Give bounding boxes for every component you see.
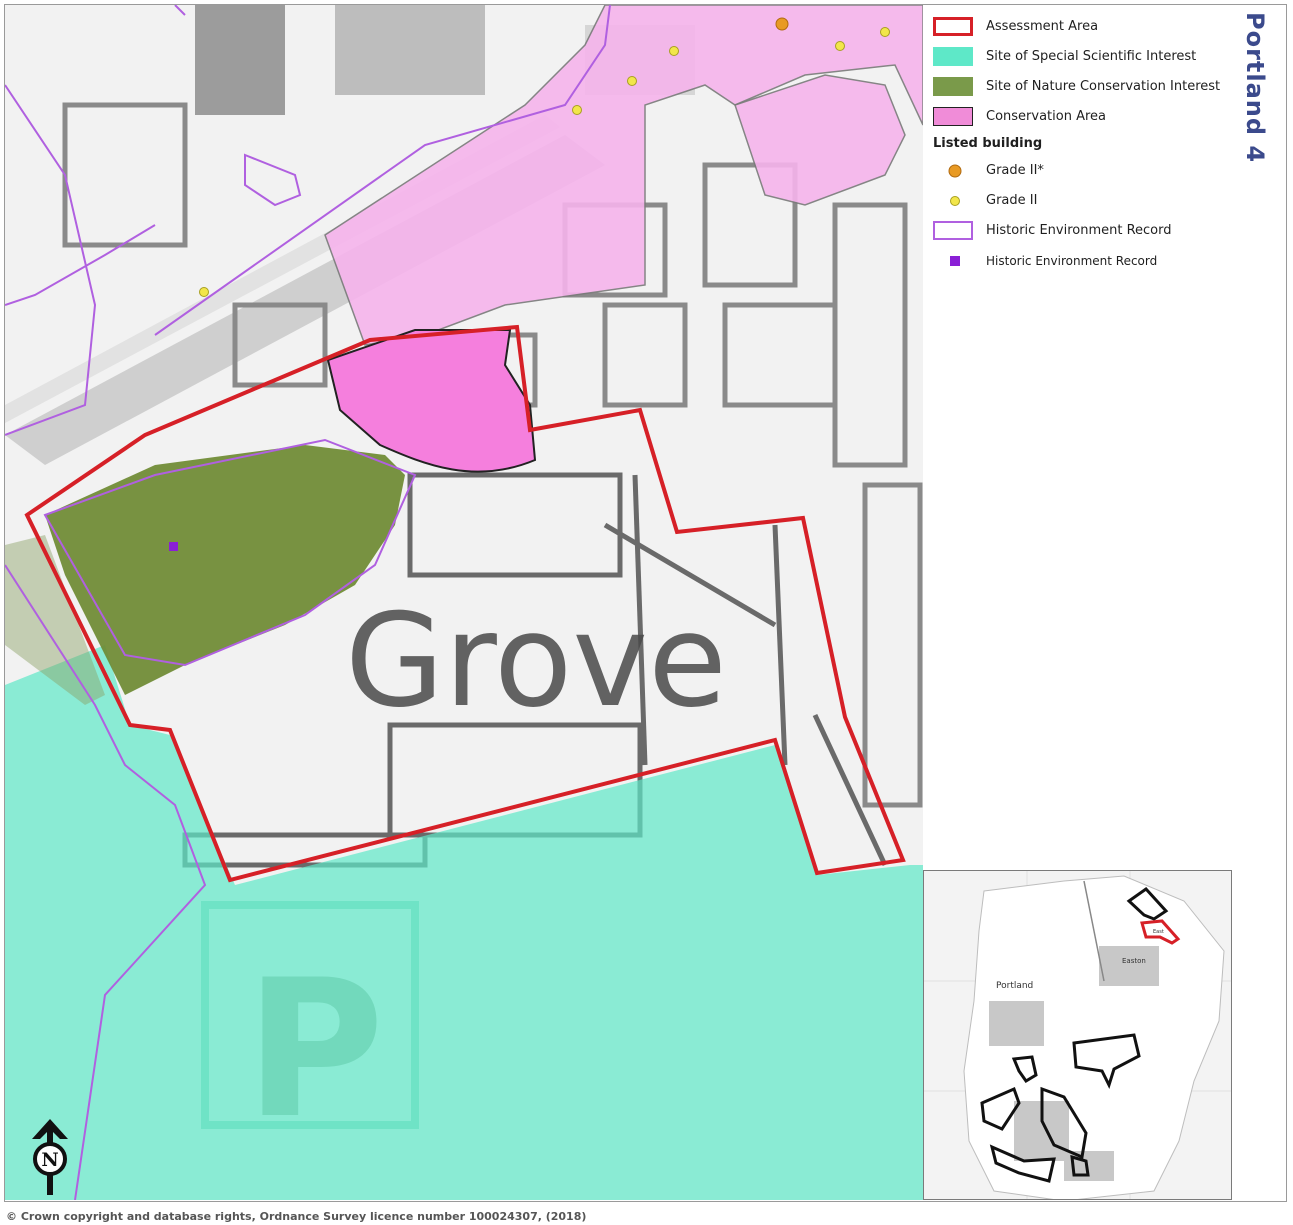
legend-item-assessment: Assessment Area [928, 12, 1228, 42]
copyright-notice: © Crown copyright and database rights, O… [6, 1210, 587, 1223]
grade-ii-marker [835, 41, 845, 51]
conservation-area-focus [326, 329, 537, 473]
square-purple-icon [950, 256, 960, 266]
conservation-swatch [933, 107, 973, 126]
map-title-text: Portland 4 [1241, 12, 1269, 164]
legend-item-snci: Site of Nature Conservation Interest [928, 72, 1228, 102]
legend-label: Conservation Area [986, 109, 1106, 124]
legend-label: Grade II [986, 193, 1038, 208]
her-point-marker [169, 542, 178, 551]
legend-label: Grade II* [986, 163, 1044, 178]
overview-map[interactable]: Portland Easton East [923, 870, 1232, 1200]
grade-ii-marker [199, 287, 209, 297]
grade-ii-star-marker [775, 17, 789, 31]
legend-label: Assessment Area [986, 19, 1099, 34]
overview-map-canvas: Portland Easton East [924, 871, 1231, 1199]
listed-buildings [199, 17, 890, 297]
assessment-swatch [933, 17, 973, 36]
conservation-area-main [324, 5, 923, 346]
north-arrow: N [26, 1117, 74, 1197]
main-map[interactable]: Grove P [5, 5, 923, 1200]
grade-ii-marker [880, 27, 890, 37]
legend-item-her-point: Historic Environment Record [928, 246, 1228, 276]
legend-item-conservation: Conservation Area [928, 102, 1228, 132]
assessment-area [24, 324, 906, 883]
overview-label-easton: Easton [1122, 957, 1146, 965]
grade-ii-marker [572, 105, 582, 115]
legend-label: Site of Nature Conservation Interest [986, 79, 1221, 94]
overview-label-portland: Portland [996, 981, 1033, 991]
her-area-swatch [933, 221, 973, 240]
legend-label: Historic Environment Record [986, 223, 1172, 238]
north-arrow-icon: N [32, 1119, 68, 1195]
sssi-area [5, 645, 923, 1200]
conservation-area-east [734, 74, 906, 206]
grade-ii-marker [669, 46, 679, 56]
legend-item-sssi: Site of Special Scientific Interest [928, 42, 1228, 72]
grade-ii-marker [627, 76, 637, 86]
overview-label-east: East [1153, 929, 1164, 935]
legend-label: Historic Environment Record [986, 254, 1158, 268]
legend-heading-listed: Listed building [933, 136, 1043, 151]
her-boundaries [5, 5, 611, 1200]
map-title: Portland 4 [1239, 12, 1275, 212]
legend-item-grade-ii: Grade II [928, 186, 1228, 216]
snci-area [45, 445, 405, 695]
circle-orange-icon [948, 164, 962, 178]
legend-label: Site of Special Scientific Interest [986, 49, 1197, 64]
main-map-canvas: Grove P [5, 5, 923, 1200]
legend-item-her-area: Historic Environment Record [928, 216, 1228, 246]
sssi-swatch [933, 47, 973, 66]
circle-yellow-icon [950, 196, 960, 206]
place-label-grove: Grove [345, 587, 727, 736]
north-letter: N [41, 1149, 58, 1171]
snci-swatch [933, 77, 973, 96]
map-legend: Assessment Area Site of Special Scientif… [928, 12, 1228, 276]
legend-item-grade-ii-star: Grade II* [928, 156, 1228, 186]
parking-label: P [245, 939, 384, 1160]
snci-area-fade [5, 535, 105, 705]
